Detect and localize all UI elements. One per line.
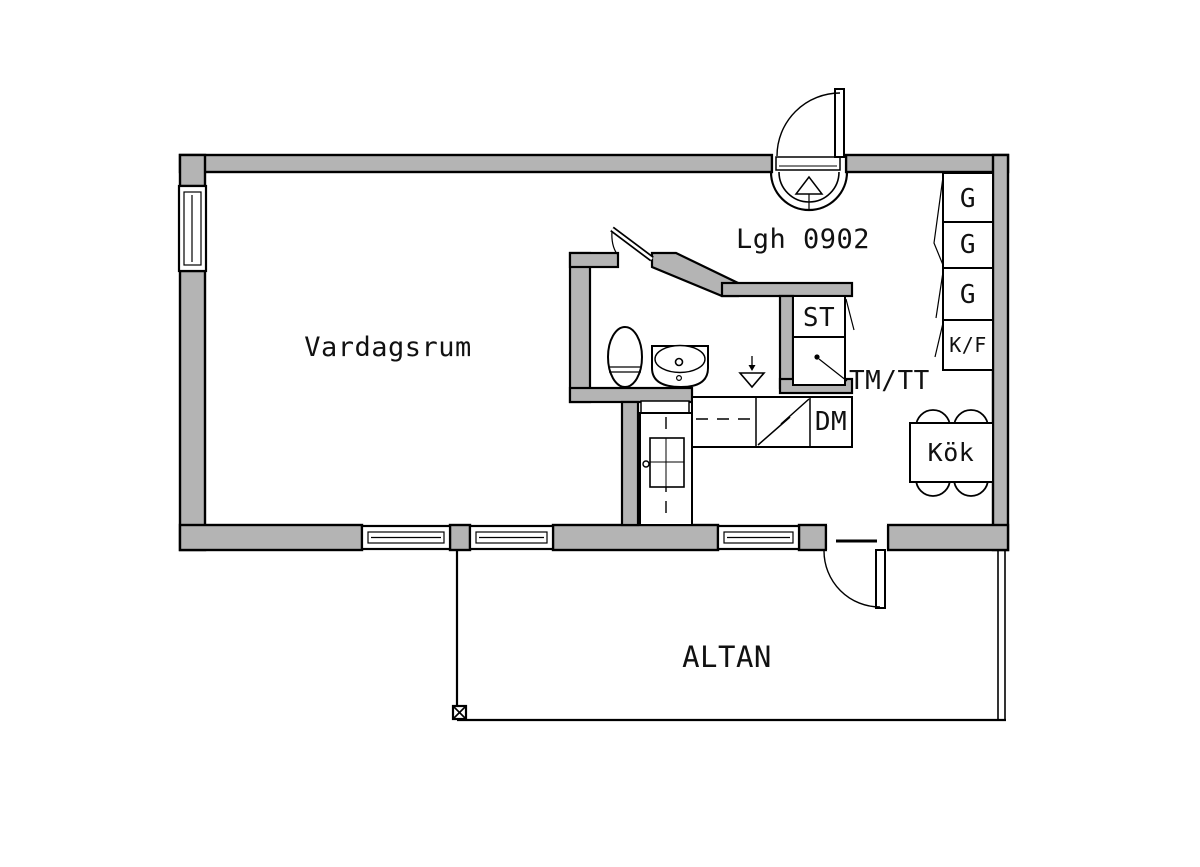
- window-bottom-1: [360, 524, 452, 551]
- wall-left-lower: [178, 269, 207, 552]
- closet-box: [792, 295, 846, 386]
- wardrobe-column: [933, 172, 994, 371]
- bathroom-wall-top-left: [568, 251, 620, 269]
- kitchen-fixtures: [639, 396, 994, 526]
- kitchen-counter-left: [639, 412, 693, 526]
- window-bottom-2: [468, 524, 555, 551]
- terrace-door-leaf: [875, 549, 886, 609]
- dishwasher-label: DM: [815, 407, 847, 437]
- fridge-door-line: [934, 322, 944, 358]
- interior-walls: [568, 251, 854, 527]
- fridge-freezer-box: [942, 319, 994, 371]
- bathroom-wall-right: [778, 294, 795, 390]
- room-labels: Vardagsrum Lgh 0902 ST TM/TT DM Kök ALTA…: [304, 184, 987, 674]
- kitchen-table: [909, 422, 994, 483]
- terrace-outline: [455, 550, 1006, 722]
- fridge-freezer-label: K/F: [949, 333, 987, 357]
- wall-bottom-4: [886, 523, 1010, 552]
- entrance-arrow-icon: [794, 175, 824, 195]
- bathroom-door: [610, 226, 654, 262]
- washer-leader-dot: [814, 354, 820, 360]
- washer-dryer-label: TM/TT: [849, 366, 930, 396]
- closet-label: ST: [803, 303, 835, 333]
- stove-icon: [757, 398, 810, 446]
- window-bottom-3: [716, 524, 801, 551]
- bathroom-wall-bottom: [568, 386, 694, 404]
- apartment-id-label: Lgh 0902: [736, 224, 870, 255]
- bathroom-fixtures: [607, 326, 766, 389]
- wardrobe-label-3: G: [960, 280, 976, 310]
- entrance-symbol: [769, 171, 849, 212]
- wall-bottom-mullion: [448, 523, 472, 552]
- kitchen-label: Kök: [928, 438, 975, 467]
- bathroom-wall-left: [568, 251, 592, 404]
- wall-right: [991, 153, 1010, 552]
- terrace-door-opening: [827, 524, 887, 551]
- terrace-door: [823, 524, 890, 609]
- wall-top-right-of-entrance: [844, 153, 1010, 174]
- kitchen-counter-top: [691, 396, 853, 448]
- wardrobe-box-3: [942, 267, 994, 321]
- terrace-label: ALTAN: [682, 640, 772, 674]
- window-left-wall: [177, 184, 208, 273]
- wall-top-left-of-entrance: [178, 153, 774, 174]
- wall-bottom-2: [551, 523, 720, 552]
- wall-bottom-1: [178, 523, 364, 552]
- living-room-label: Vardagsrum: [304, 332, 472, 363]
- washer-leader-line: [818, 358, 848, 382]
- terrace-door-swing-arc: [823, 550, 881, 608]
- entrance-door-leaf: [834, 88, 845, 158]
- floor-drain-icon: [738, 356, 766, 389]
- bathroom-wall-top-right: [720, 281, 854, 298]
- toilet-icon: [607, 326, 643, 388]
- entrance-door: [769, 88, 849, 212]
- closet-door-line: [845, 298, 855, 331]
- wall-left-upper: [178, 153, 207, 188]
- bathroom-door-swing-arc: [611, 230, 618, 255]
- wardrobe-label-2: G: [960, 230, 976, 260]
- kitchen-table-group: [909, 409, 994, 497]
- kitchen-sink-icon: [642, 437, 685, 488]
- entrance-door-swing-arc: [776, 92, 841, 157]
- kitchen-divider-wall: [620, 400, 640, 527]
- entrance-threshold: [775, 156, 841, 171]
- windows: [177, 184, 801, 551]
- wardrobe-label-1: G: [960, 184, 976, 214]
- wall-bottom-3: [797, 523, 828, 552]
- drain-marker-icon: [451, 704, 468, 721]
- utility-closet: [792, 295, 855, 386]
- wardrobe-door-line-2: [935, 271, 944, 319]
- wardrobe-door-lines-1: [933, 176, 944, 266]
- washbasin-icon: [651, 344, 709, 389]
